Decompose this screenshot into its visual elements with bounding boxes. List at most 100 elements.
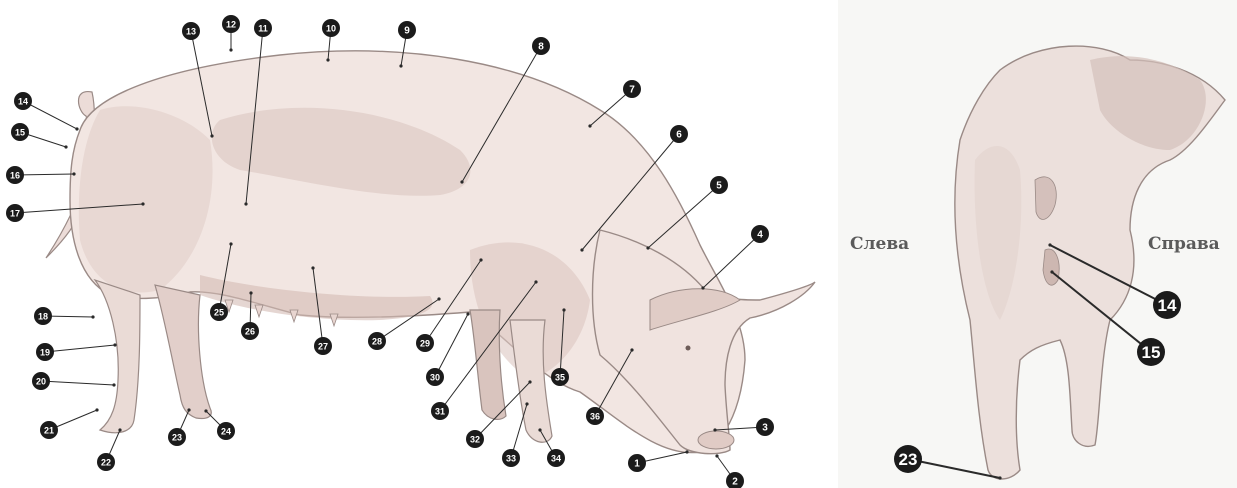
side-view-marker-label-18: 18 (38, 312, 48, 322)
side-view-leader-end-27 (311, 266, 314, 269)
side-view-leader-end-21 (95, 408, 98, 411)
side-view-marker-29: 29 (416, 334, 434, 352)
side-view-leader-end-9 (399, 64, 402, 67)
side-view-leader-end-36 (630, 348, 633, 351)
side-view-leader-end-20 (112, 383, 115, 386)
side-view-leader-end-29 (479, 258, 482, 261)
side-view-marker-label-4: 4 (757, 230, 763, 241)
front-view-leader-end-14 (1048, 243, 1051, 246)
side-view-marker-label-12: 12 (226, 20, 236, 30)
side-view-marker-label-2: 2 (732, 477, 738, 488)
side-view-marker-label-22: 22 (101, 458, 111, 468)
side-view-marker-label-16: 16 (10, 171, 20, 181)
side-view-marker-10: 10 (322, 19, 340, 37)
side-view-leader-end-2 (715, 454, 718, 457)
side-view-marker-21: 21 (40, 421, 58, 439)
side-view-leader-end-11 (244, 202, 247, 205)
side-view-marker-label-3: 3 (762, 423, 768, 434)
side-view-marker-label-27: 27 (318, 342, 328, 352)
side-view-leader-end-31 (534, 280, 537, 283)
side-view-marker-label-6: 6 (676, 130, 682, 141)
side-view-leader-end-34 (538, 428, 541, 431)
side-view-marker-label-25: 25 (214, 308, 224, 318)
side-view-leader-end-17 (141, 202, 144, 205)
side-view-leader-end-22 (118, 428, 121, 431)
side-view-leader-end-30 (466, 312, 469, 315)
side-view-leader-end-3 (713, 428, 716, 431)
side-view-leader-end-18 (91, 315, 94, 318)
side-view-marker-label-7: 7 (629, 85, 635, 96)
side-view-marker-label-5: 5 (716, 181, 722, 192)
side-view-marker-label-21: 21 (44, 426, 54, 436)
side-view-leader-end-5 (646, 246, 649, 249)
front-view-marker-15: 15 (1137, 338, 1165, 366)
side-view-marker-label-36: 36 (590, 412, 600, 422)
side-view-leader-end-8 (460, 180, 463, 183)
side-view-marker-23: 23 (168, 428, 186, 446)
side-view-marker-12: 12 (222, 15, 240, 33)
side-view-marker-label-29: 29 (420, 339, 430, 349)
side-view-leader-end-16 (72, 172, 75, 175)
front-view-marker-23: 23 (894, 445, 922, 473)
side-view-marker-label-14: 14 (18, 97, 28, 107)
left-side-label: Слева (850, 234, 909, 254)
side-view-marker-20: 20 (32, 372, 50, 390)
front-view-marker-14: 14 (1153, 291, 1181, 319)
front-view-marker-label-14: 14 (1158, 296, 1177, 315)
side-view-marker-label-32: 32 (470, 435, 480, 445)
front-view-marker-label-15: 15 (1142, 343, 1161, 362)
side-view-leader-end-33 (525, 402, 528, 405)
side-view-marker-1: 1 (628, 454, 646, 472)
side-view-leader-end-4 (701, 286, 704, 289)
side-view-leader-end-26 (249, 291, 252, 294)
side-view-marker-36: 36 (586, 407, 604, 425)
side-view-marker-30: 30 (426, 368, 444, 386)
side-view-marker-label-1: 1 (634, 459, 640, 470)
side-view-leader-end-19 (113, 343, 116, 346)
side-view-leader-end-25 (229, 242, 232, 245)
side-view-marker-17: 17 (6, 204, 24, 222)
side-view-marker-24: 24 (217, 422, 235, 440)
right-side-label: Справа (1148, 234, 1220, 254)
side-view-marker-label-35: 35 (555, 373, 565, 383)
side-view-marker-13: 13 (182, 22, 200, 40)
side-view-marker-19: 19 (36, 343, 54, 361)
side-view-marker-label-30: 30 (430, 373, 440, 383)
side-view-marker-6: 6 (670, 125, 688, 143)
side-view-marker-label-28: 28 (372, 337, 382, 347)
side-view-marker-5: 5 (710, 176, 728, 194)
side-view-leader-end-35 (562, 308, 565, 311)
side-view-marker-32: 32 (466, 430, 484, 448)
side-view-marker-18: 18 (34, 307, 52, 325)
side-view-leader-end-15 (64, 145, 67, 148)
side-view-leader-end-12 (229, 48, 232, 51)
side-view-marker-label-9: 9 (404, 26, 410, 37)
side-view-marker-28: 28 (368, 332, 386, 350)
side-view-marker-9: 9 (398, 21, 416, 39)
side-view-leader-end-1 (685, 450, 688, 453)
side-view-leader-end-10 (326, 58, 329, 61)
side-view-marker-label-13: 13 (186, 27, 196, 37)
side-view-marker-11: 11 (254, 19, 272, 37)
side-view-marker-27: 27 (314, 337, 332, 355)
side-view-leader-end-13 (210, 134, 213, 137)
side-view-marker-3: 3 (756, 418, 774, 436)
side-view-marker-label-11: 11 (258, 24, 268, 34)
side-view-marker-4: 4 (751, 225, 769, 243)
side-view-marker-22: 22 (97, 453, 115, 471)
side-view-marker-label-19: 19 (40, 348, 50, 358)
side-view-marker-label-15: 15 (15, 128, 25, 138)
side-view-marker-label-23: 23 (172, 433, 182, 443)
side-view-leader-end-7 (588, 124, 591, 127)
front-view-leader-end-23 (998, 476, 1001, 479)
side-view-marker-26: 26 (241, 322, 259, 340)
side-view-marker-label-10: 10 (326, 24, 336, 34)
side-view-marker-label-17: 17 (10, 209, 20, 219)
side-view-marker-label-31: 31 (435, 407, 445, 417)
side-view-leader-end-28 (437, 297, 440, 300)
side-view-leader-end-6 (580, 248, 583, 251)
front-view-leader-end-15 (1050, 270, 1053, 273)
side-view-marker-label-20: 20 (36, 377, 46, 387)
side-view-marker-35: 35 (551, 368, 569, 386)
